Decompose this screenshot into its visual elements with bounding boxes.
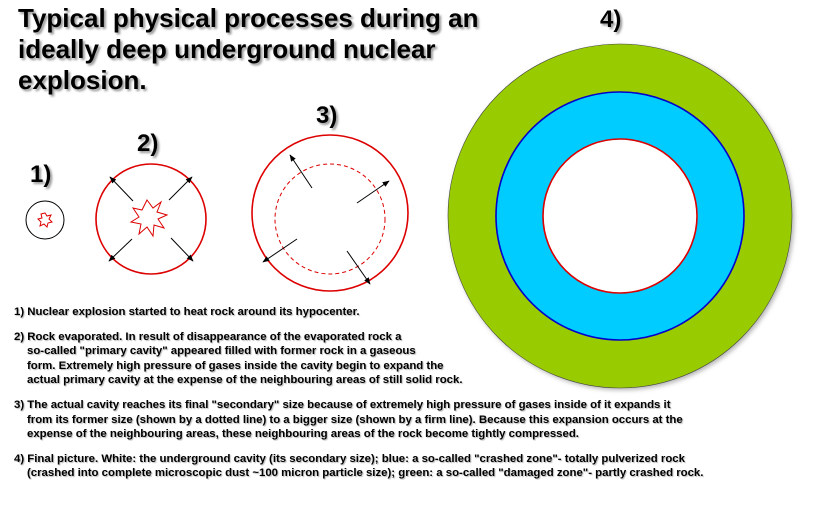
stage-3-arrow-ne <box>356 180 390 204</box>
stage-1-label: 1) <box>30 161 52 188</box>
stage-4-label: 4) <box>600 6 622 33</box>
stage-3-arrow-se <box>346 250 371 285</box>
stage-3-label: 3) <box>316 102 338 129</box>
stage-2-arrow-ne <box>168 176 193 201</box>
stage-2-evaporated-rock <box>129 199 169 238</box>
description-4-line-2: (crashed into complete microscopic dust … <box>27 467 704 480</box>
stage-3-secondary-cavity <box>251 134 409 292</box>
description-block: 1) Nuclear explosion started to heat roc… <box>14 305 814 491</box>
stage-3-diagram <box>251 134 409 292</box>
description-2: 2) Rock evaporated. In result of disappe… <box>14 330 814 388</box>
description-1: 1) Nuclear explosion started to heat roc… <box>14 305 814 320</box>
diagram-title: Typical physical processes during an ide… <box>18 3 479 95</box>
stage-1-diagram <box>25 200 65 240</box>
stage-2-label: 2) <box>137 130 159 157</box>
description-3: 3) The actual cavity reaches its final "… <box>14 398 814 442</box>
stage-3-arrow-nw <box>289 154 313 189</box>
stage-4-cavity <box>542 138 698 294</box>
description-2-line-1: 2) Rock evaporated. In result of disappe… <box>14 330 402 343</box>
stage-1-rock-circle <box>25 200 65 240</box>
description-3-line-2: from its former size (shown by a dotted … <box>27 413 683 426</box>
description-3-line-3: expense of the neighbouring areas, these… <box>27 428 579 441</box>
description-2-line-4: actual primary cavity at the expense of … <box>27 374 463 387</box>
description-4: 4) Final picture. White: the underground… <box>14 452 814 481</box>
description-1-line-1: 1) Nuclear explosion started to heat roc… <box>14 306 360 318</box>
description-4-line-1: 4) Final picture. White: the underground… <box>14 452 685 465</box>
stage-3-former-cavity-dotted <box>274 163 386 275</box>
stage-2-arrow-se <box>170 237 194 262</box>
stage-1-heat-spark <box>37 212 53 228</box>
stage-2-arrow-sw <box>108 238 133 262</box>
stage-2-diagram <box>95 163 207 275</box>
description-2-line-3: form. Extremely high pressure of gases i… <box>27 359 444 372</box>
description-2-line-2: so-called "primary cavity" appeared fill… <box>27 345 416 358</box>
stage-3-arrow-sw <box>262 238 298 263</box>
stage-2-arrow-nw <box>109 176 134 202</box>
description-3-line-1: 3) The actual cavity reaches its final "… <box>14 398 671 411</box>
stage-4-diagram <box>447 43 793 389</box>
